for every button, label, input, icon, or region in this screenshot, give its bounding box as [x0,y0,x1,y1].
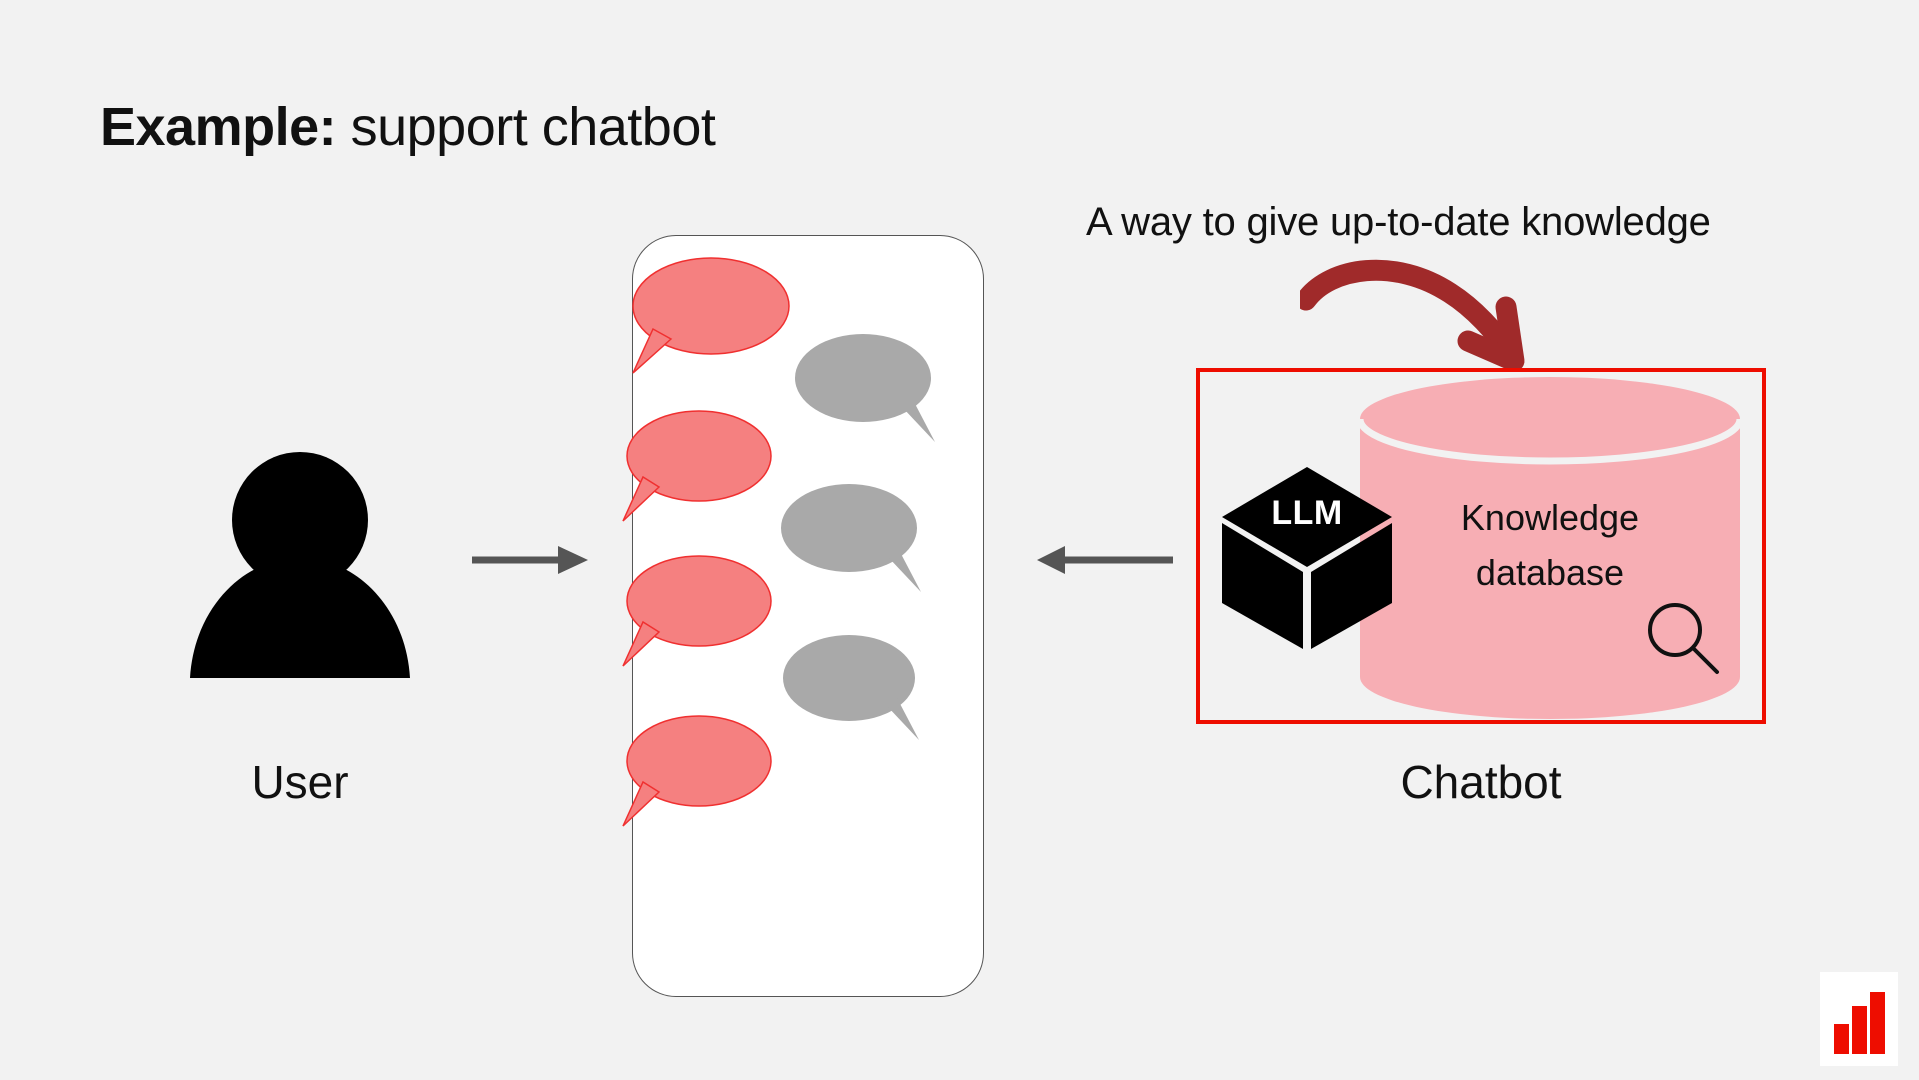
arrow-right-icon [470,538,590,582]
cube-icon [1218,463,1396,653]
page-title-prefix: Example: [100,97,337,157]
chat-window[interactable] [622,235,984,997]
chatbot-highlight-box [1196,368,1766,724]
chatbot-label: Chatbot [1400,756,1562,808]
annotation-text: A way to give up-to-date knowledge [1086,200,1711,244]
bar-chart-logo [1820,972,1898,1066]
page-title: Example: support chatbot [100,96,716,158]
page-title-rest: support chatbot [336,97,716,157]
user-silhouette-icon [180,450,420,680]
curved-arrow-icon [1295,245,1560,385]
knowledge-database-cylinder [1356,377,1744,719]
user-label: User [251,756,349,808]
magnifier-icon [1645,600,1723,678]
arrow-left-icon [1035,538,1175,582]
